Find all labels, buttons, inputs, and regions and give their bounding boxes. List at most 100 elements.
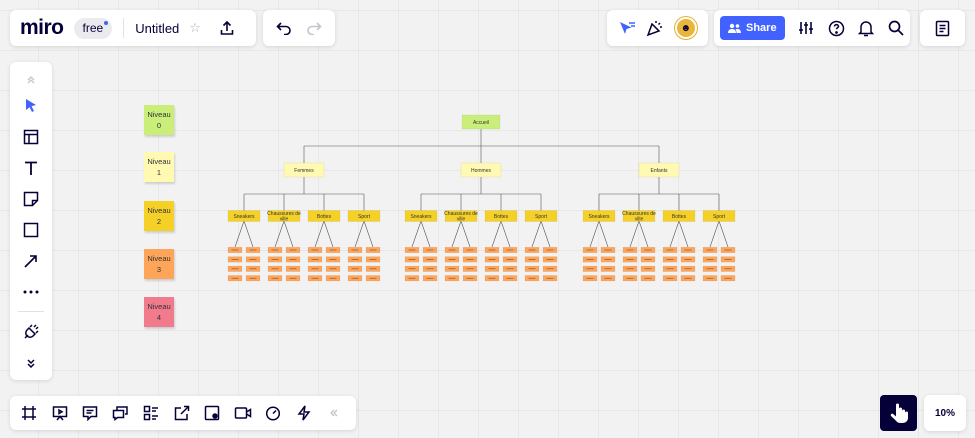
leaf-page[interactable] [720, 247, 736, 253]
leaf-page[interactable] [404, 265, 420, 272]
celebrate-icon[interactable] [646, 19, 664, 37]
leaf-page[interactable] [227, 275, 243, 282]
category-node[interactable] [582, 210, 616, 222]
presentation-icon[interactable] [45, 396, 76, 430]
cards-icon[interactable] [136, 396, 167, 430]
leaf-page[interactable] [267, 265, 283, 272]
leaf-page[interactable] [365, 275, 381, 282]
leaf-page[interactable] [285, 275, 301, 282]
root-node[interactable] [461, 114, 501, 130]
category-node[interactable] [347, 210, 381, 222]
leaf-page[interactable] [720, 275, 736, 282]
leaf-page[interactable] [307, 275, 323, 282]
leaf-page[interactable] [365, 256, 381, 263]
search-icon[interactable] [888, 20, 904, 36]
leaf-page[interactable] [484, 247, 500, 253]
leaf-page[interactable] [325, 247, 341, 253]
leaf-page[interactable] [444, 256, 460, 263]
leaf-page[interactable] [582, 256, 598, 263]
leaf-page[interactable] [600, 275, 616, 282]
leaf-page[interactable] [422, 247, 438, 253]
leaf-page[interactable] [484, 275, 500, 282]
leaf-page[interactable] [640, 247, 656, 253]
cursor-follow-icon[interactable] [618, 20, 636, 36]
expand-down-icon[interactable] [10, 347, 52, 378]
leaf-page[interactable] [444, 265, 460, 272]
screen-share-icon[interactable] [197, 396, 228, 430]
leaf-page[interactable] [347, 247, 363, 253]
leaf-page[interactable] [502, 247, 518, 253]
category-node[interactable] [444, 210, 478, 222]
leaf-page[interactable] [680, 256, 696, 263]
arrow-icon[interactable] [10, 245, 52, 276]
leaf-page[interactable] [524, 247, 540, 253]
templates-icon[interactable] [10, 121, 52, 152]
activity-icon[interactable] [289, 396, 320, 430]
leaf-page[interactable] [462, 275, 478, 282]
section-node[interactable] [283, 162, 325, 178]
leaf-page[interactable] [347, 265, 363, 272]
leaf-page[interactable] [227, 247, 243, 253]
leaf-page[interactable] [484, 265, 500, 272]
leaf-page[interactable] [702, 247, 718, 253]
leaf-page[interactable] [404, 256, 420, 263]
redo-icon[interactable] [306, 21, 322, 35]
leaf-page[interactable] [462, 265, 478, 272]
leaf-page[interactable] [404, 247, 420, 253]
sticky-note-icon[interactable] [10, 183, 52, 214]
collapse-up-icon[interactable] [10, 70, 52, 90]
category-node[interactable] [622, 210, 656, 222]
leaf-page[interactable] [640, 265, 656, 272]
leaf-page[interactable] [600, 265, 616, 272]
leaf-page[interactable] [462, 256, 478, 263]
leaf-page[interactable] [307, 256, 323, 263]
select-cursor-icon[interactable] [10, 90, 52, 121]
shape-icon[interactable] [10, 214, 52, 245]
user-avatar[interactable]: ☻ [674, 17, 697, 39]
export-icon[interactable] [219, 20, 235, 36]
leaf-page[interactable] [502, 275, 518, 282]
section-node[interactable] [460, 162, 502, 178]
leaf-page[interactable] [702, 265, 718, 272]
leaf-page[interactable] [245, 275, 261, 282]
leaf-page[interactable] [680, 265, 696, 272]
leaf-page[interactable] [422, 275, 438, 282]
leaf-page[interactable] [524, 256, 540, 263]
leaf-page[interactable] [365, 265, 381, 272]
leaf-page[interactable] [680, 275, 696, 282]
leaf-page[interactable] [245, 265, 261, 272]
leaf-page[interactable] [542, 256, 558, 263]
leaf-page[interactable] [347, 256, 363, 263]
leaf-page[interactable] [600, 256, 616, 263]
leaf-page[interactable] [285, 247, 301, 253]
leaf-page[interactable] [600, 247, 616, 253]
leaf-page[interactable] [524, 265, 540, 272]
leaf-page[interactable] [502, 256, 518, 263]
category-node[interactable] [227, 210, 261, 222]
leaf-page[interactable] [365, 247, 381, 253]
leaf-page[interactable] [245, 247, 261, 253]
leaf-page[interactable] [227, 256, 243, 263]
leaf-page[interactable] [444, 275, 460, 282]
leaf-page[interactable] [662, 247, 678, 253]
video-icon[interactable] [228, 396, 259, 430]
leaf-page[interactable] [542, 275, 558, 282]
leaf-page[interactable] [444, 247, 460, 253]
notes-icon[interactable] [935, 20, 950, 37]
category-node[interactable] [267, 210, 301, 222]
help-icon[interactable] [828, 20, 845, 37]
board-title[interactable]: Untitled [135, 20, 180, 36]
leaf-page[interactable] [622, 265, 638, 272]
category-node[interactable] [307, 210, 341, 222]
leaf-page[interactable] [325, 256, 341, 263]
leaf-page[interactable] [227, 265, 243, 272]
leaf-page[interactable] [325, 275, 341, 282]
miro-logo[interactable]: miro [20, 16, 64, 39]
leaf-page[interactable] [524, 275, 540, 282]
leaf-page[interactable] [542, 265, 558, 272]
plan-badge[interactable]: free [73, 17, 113, 39]
leaf-page[interactable] [422, 256, 438, 263]
